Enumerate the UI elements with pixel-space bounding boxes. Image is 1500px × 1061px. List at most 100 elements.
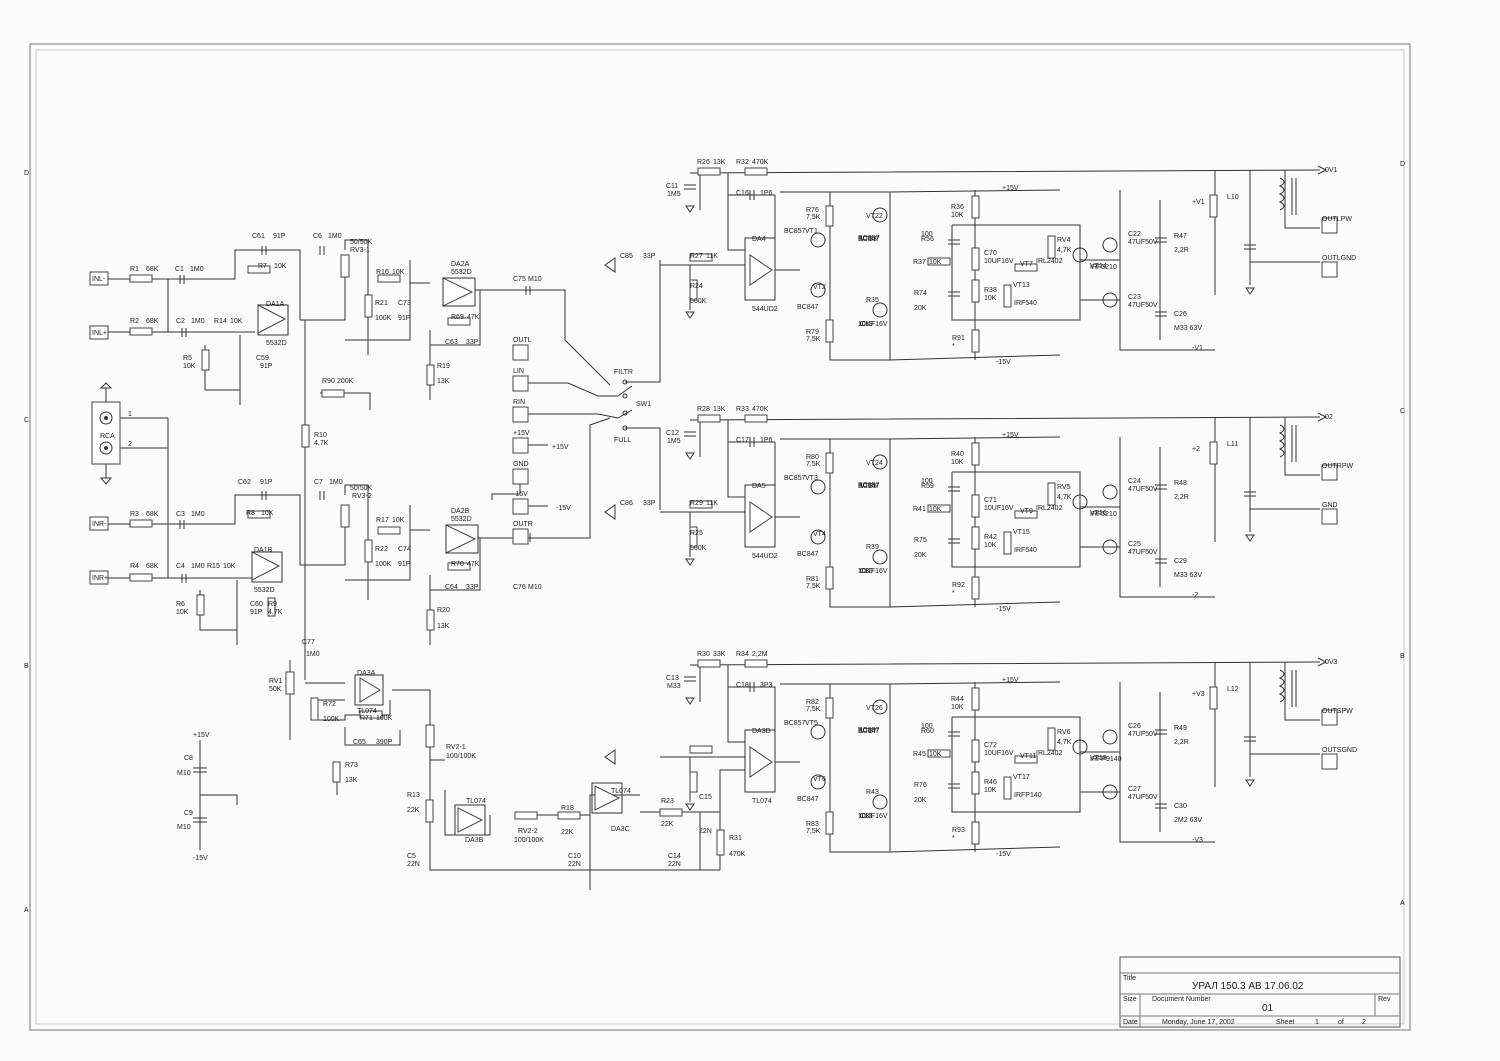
svg-text:C62: C62 (238, 479, 251, 486)
svg-text:91P: 91P (398, 561, 411, 568)
part-label: 100 (921, 723, 933, 730)
svg-text:91P: 91P (260, 363, 273, 370)
part-label: 10K (929, 259, 942, 266)
part-label: R28 (697, 406, 710, 413)
svg-text:1: 1 (128, 411, 132, 418)
part-label: OUTLGND (1322, 255, 1356, 262)
part-label: R42 (984, 534, 997, 541)
svg-text:22N: 22N (407, 861, 420, 868)
part-label: 3P3 (760, 682, 773, 689)
part-label: R76 (806, 207, 819, 214)
part-label: R43 (866, 789, 879, 796)
svg-text:91P: 91P (273, 233, 286, 240)
part-label: C70 (984, 250, 997, 257)
svg-text:R5: R5 (183, 355, 192, 362)
part-label: DA4 (752, 236, 766, 243)
part-label: R79 (806, 329, 819, 336)
input-connectors: INL- INL+ INR- INR+ RCA 12 (89, 271, 168, 585)
part-label: 7,5K (806, 706, 821, 713)
svg-text:5532D: 5532D (451, 269, 472, 276)
part-label: R93 (952, 827, 965, 834)
svg-text:DA3B: DA3B (465, 837, 484, 844)
svg-text:10K: 10K (274, 263, 287, 270)
part-label: R45 (913, 751, 926, 758)
part-label: VT2 (813, 284, 826, 291)
svg-text:C6: C6 (313, 233, 322, 240)
part-label: R29 (690, 500, 703, 507)
svg-text:R3: R3 (130, 511, 139, 518)
svg-text:C4: C4 (176, 563, 185, 570)
part-label: C30 (1174, 803, 1187, 810)
part-label: 13K (713, 406, 726, 413)
part-label: 47UF50V (1128, 302, 1158, 309)
part-label: IRF540 (1014, 547, 1037, 554)
svg-text:R2: R2 (130, 318, 139, 325)
part-label: IRL2402 (1036, 505, 1063, 512)
zone-letter: D (24, 170, 29, 177)
svg-text:C3: C3 (176, 511, 185, 518)
svg-text:2: 2 (128, 441, 132, 448)
part-label: C72 (984, 742, 997, 749)
part-label: VT17 (1013, 774, 1030, 781)
part-label: 10UF16V (984, 750, 1014, 757)
part-label: 33P (643, 253, 656, 260)
svg-text:+15V: +15V (552, 444, 569, 451)
part-label: 10K (951, 212, 964, 219)
svg-text:1M0: 1M0 (191, 511, 205, 518)
svg-text:100/100K: 100/100K (446, 753, 476, 760)
part-label: R41 (913, 506, 926, 513)
part-label: BC857 (858, 727, 880, 734)
part-label: R48 (1174, 480, 1187, 487)
part-label: C71 (984, 497, 997, 504)
svg-text:FULL: FULL (614, 437, 631, 444)
svg-text:R73: R73 (345, 762, 358, 769)
title-label: Title (1123, 975, 1136, 982)
connector-label: INL- (92, 276, 106, 283)
svg-text:10K: 10K (176, 609, 189, 616)
zone-letter: D (1400, 161, 1405, 168)
svg-text:R20: R20 (437, 607, 450, 614)
svg-text:C59: C59 (256, 355, 269, 362)
svg-text:+15V: +15V (513, 430, 530, 437)
part-label: 2M2 63V (1174, 817, 1202, 824)
part-label: 10K (984, 295, 997, 302)
part-label: DA3D (752, 728, 771, 735)
rev-label: Rev (1378, 996, 1391, 1003)
part-label: BC847 (797, 304, 819, 311)
part-label: VT13 (1013, 282, 1030, 289)
part-label: * (952, 343, 955, 350)
part-label: C27 (1128, 786, 1141, 793)
svg-text:10K: 10K (183, 363, 196, 370)
svg-text:47K: 47K (467, 314, 480, 321)
svg-text:M10: M10 (177, 770, 191, 777)
part-label: R91 (952, 335, 965, 342)
svg-text:R70: R70 (451, 561, 464, 568)
sheet-border (29, 43, 1411, 1031)
svg-text:C74: C74 (398, 546, 411, 553)
svg-text:R19: R19 (437, 363, 450, 370)
part-label: C22 (1128, 231, 1141, 238)
part-label: R37 (913, 259, 926, 266)
svg-text:1M0: 1M0 (190, 266, 204, 273)
svg-text:R71: R71 (360, 715, 373, 722)
part-label: VT4 (813, 531, 826, 538)
part-label: 10UF16V (858, 321, 888, 328)
part-label: R30 (697, 651, 710, 658)
part-label: R47 (1174, 233, 1187, 240)
part-label: VT1 (805, 228, 818, 235)
svg-text:10K: 10K (261, 510, 274, 517)
part-label: R34 (736, 651, 749, 658)
part-label: 1M5 (667, 191, 681, 198)
svg-text:M10: M10 (528, 276, 542, 283)
svg-text:C60: C60 (250, 601, 263, 608)
zone-letter: A (1400, 900, 1405, 907)
part-label: VT27 (860, 728, 877, 735)
part-label: IRL2402 (1036, 258, 1063, 265)
svg-text:100K: 100K (376, 715, 393, 722)
part-label: 10UF16V (984, 258, 1014, 265)
part-label: VT15 (1013, 529, 1030, 536)
svg-text:C10: C10 (568, 853, 581, 860)
part-label: L10 (1227, 194, 1239, 201)
